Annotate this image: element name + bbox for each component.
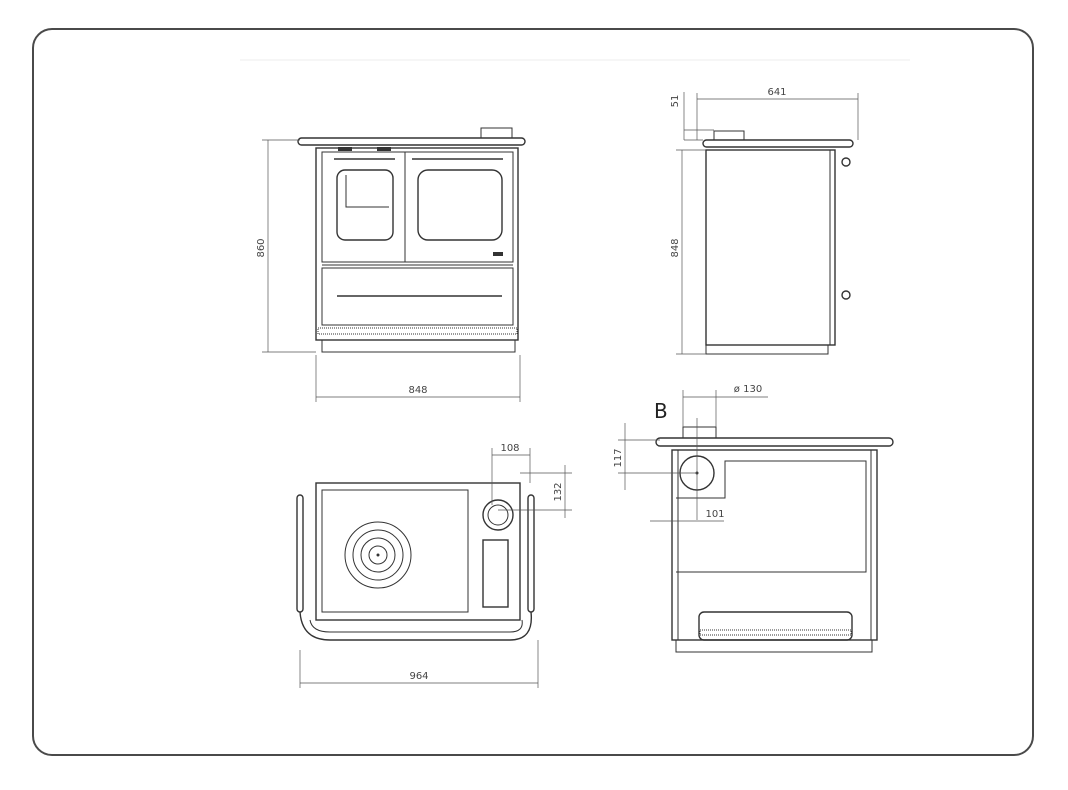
hotplate-ring (344, 521, 412, 589)
flue-offset-dim: 101 (705, 509, 724, 520)
side-top-offset-dim: 51 (670, 95, 681, 108)
side-body (705, 149, 836, 346)
front-rail (299, 611, 533, 641)
side-rail (296, 494, 304, 613)
side-depth-dim: 641 (767, 87, 786, 98)
top-rail (297, 137, 526, 146)
flue-height-dim: 117 (613, 448, 624, 467)
drawing-frame (32, 28, 1034, 756)
rear-view (618, 390, 894, 653)
top-width-dim: 964 (409, 671, 428, 682)
side-height-dim: 848 (670, 238, 681, 257)
front-height-dim: 860 (256, 238, 267, 257)
logo-plate (493, 252, 503, 256)
flue-outlet (482, 499, 514, 531)
top-view (296, 448, 572, 688)
side-view (676, 92, 859, 355)
grill (317, 327, 518, 335)
top-flue-x-dim: 108 (500, 443, 519, 454)
oven-window (417, 169, 503, 241)
rear-top-rail (655, 437, 894, 447)
ash-drawer (698, 611, 853, 641)
side-rail (527, 494, 535, 613)
firebox-window (336, 169, 394, 241)
front-width-dim: 848 (408, 385, 427, 396)
oven-door (404, 151, 514, 263)
drawer (321, 267, 514, 326)
rear-view-label: B (654, 399, 668, 423)
hob-plate (315, 482, 521, 621)
chimney-stub (682, 426, 717, 439)
plinth (321, 339, 516, 353)
chimney-collar (480, 127, 513, 139)
top-flue-y-dim: 132 (553, 482, 564, 501)
flue-diameter-dim: ø 130 (734, 384, 762, 395)
front-view (262, 127, 526, 402)
side-top-rail (702, 139, 854, 148)
